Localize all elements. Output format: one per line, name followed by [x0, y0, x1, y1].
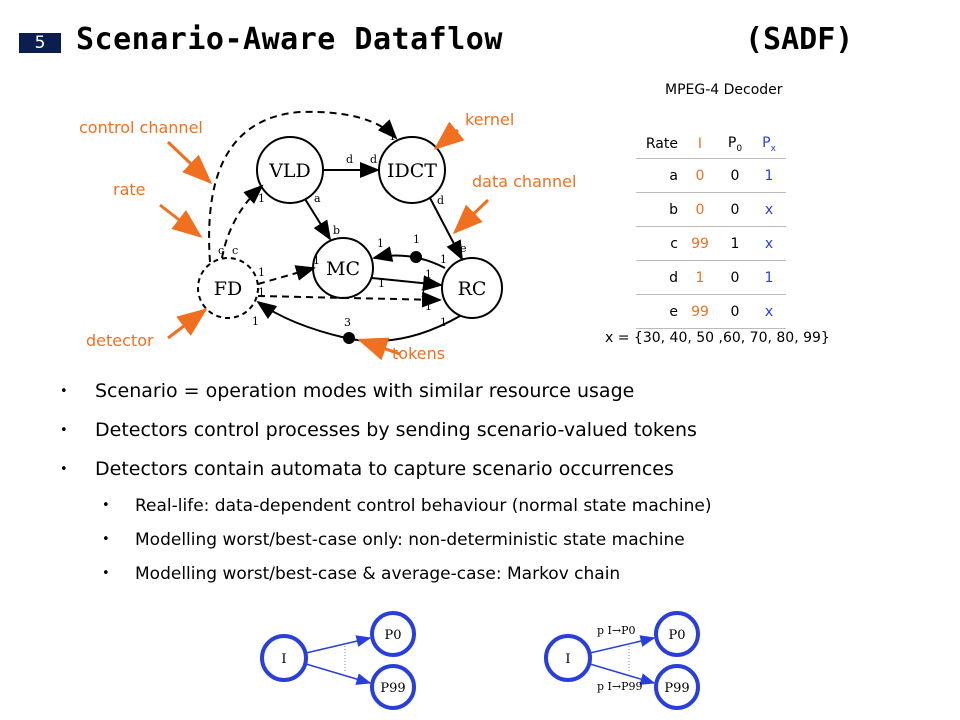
edge-idct-rc [429, 197, 463, 261]
svg-text:a: a [314, 192, 321, 205]
svg-text:1: 1 [413, 233, 420, 246]
svg-text:1: 1 [377, 237, 384, 250]
arrow-rate [159, 203, 203, 238]
arrow-data-channel [452, 198, 490, 235]
arrow-control-channel [166, 140, 213, 185]
svg-text:d: d [370, 153, 377, 166]
node-fd-label: FD [214, 278, 242, 300]
node-fd [197, 257, 259, 319]
annotation-rate: rate [113, 180, 146, 199]
table-row: e 99 0 x [636, 294, 786, 329]
svg-text:3: 3 [344, 316, 351, 329]
edge-fd-mc [257, 265, 316, 285]
bullet-item: •Scenario = operation modes with similar… [60, 380, 635, 402]
slide-number: 5 [19, 33, 61, 53]
svg-text:1: 1 [440, 316, 447, 329]
header-px: Px [752, 130, 786, 159]
x-set: x = {30, 40, 50 ,60, 70, 80, 99} [605, 330, 830, 346]
arrow-detector [167, 308, 208, 340]
slide-title-abbrev: (SADF) [745, 22, 854, 57]
svg-text:c: c [232, 244, 238, 257]
sub-bullet-item: •Modelling worst/best-case & average-cas… [102, 564, 621, 584]
annotation-control-channel: control channel [79, 118, 203, 137]
header-p0: P0 [718, 130, 752, 159]
edge-fd-vld [221, 184, 264, 259]
token-dot [410, 251, 422, 263]
svg-text:1: 1 [258, 266, 265, 279]
sub-bullet-item: •Real-life: data-dependent control behav… [102, 496, 712, 516]
bullet-item: •Detectors control processes by sending … [60, 419, 697, 441]
svg-text:1: 1 [258, 192, 265, 205]
token-dot-bottom [343, 332, 355, 344]
node-vld-label: VLD [268, 160, 311, 182]
svg-text:1: 1 [420, 287, 427, 300]
svg-text:1: 1 [313, 254, 320, 267]
svg-text:1: 1 [252, 315, 259, 328]
table-row: b 0 0 x [636, 192, 786, 227]
edge-vld-mc [304, 198, 332, 241]
arrow-tokens [357, 337, 401, 361]
svg-text:b: b [333, 224, 340, 237]
node-idct-label: IDCT [387, 160, 437, 182]
arrow-kernel [433, 121, 465, 150]
edge-mc-rc [371, 275, 443, 292]
rate-table-header: Rate I P0 Px [636, 130, 786, 159]
table-row: c 99 1 x [636, 226, 786, 261]
table-row: a 0 0 1 [636, 158, 786, 193]
svg-text:d: d [437, 194, 444, 207]
annotation-kernel: kernel [465, 110, 515, 129]
sub-bullet-item: •Modelling worst/best-case only: non-det… [102, 530, 685, 550]
svg-text:1: 1 [378, 277, 385, 290]
node-mc-label: MC [326, 258, 360, 280]
bullet-list: •Scenario = operation modes with similar… [60, 372, 950, 591]
svg-text:1: 1 [440, 253, 447, 266]
edge-fd-rc [257, 291, 442, 308]
annotation-data-channel: data channel [472, 172, 577, 191]
svg-text:e: e [460, 242, 467, 255]
svg-text:1: 1 [258, 286, 265, 299]
node-rc-label: RC [458, 278, 487, 300]
slide-title: Scenario-Aware Dataflow [76, 22, 503, 57]
svg-text:1: 1 [425, 300, 432, 313]
edge-rc-mc [372, 246, 446, 269]
bullet-item: •Detectors contain automata to capture s… [60, 458, 674, 480]
annotation-tokens: tokens [392, 344, 446, 363]
decoder-caption: MPEG-4 Decoder [665, 82, 783, 98]
table-row: d 1 0 1 [636, 260, 786, 295]
rate-table: Rate I P0 Px a 0 0 1 b 0 0 x c 99 1 x d … [636, 130, 786, 329]
edge-fd-idct [208, 110, 398, 263]
annotation-detector: detector [86, 331, 154, 350]
svg-text:1: 1 [389, 130, 396, 143]
svg-text:1: 1 [425, 268, 432, 281]
svg-text:c: c [218, 244, 224, 257]
svg-text:d: d [346, 153, 353, 166]
